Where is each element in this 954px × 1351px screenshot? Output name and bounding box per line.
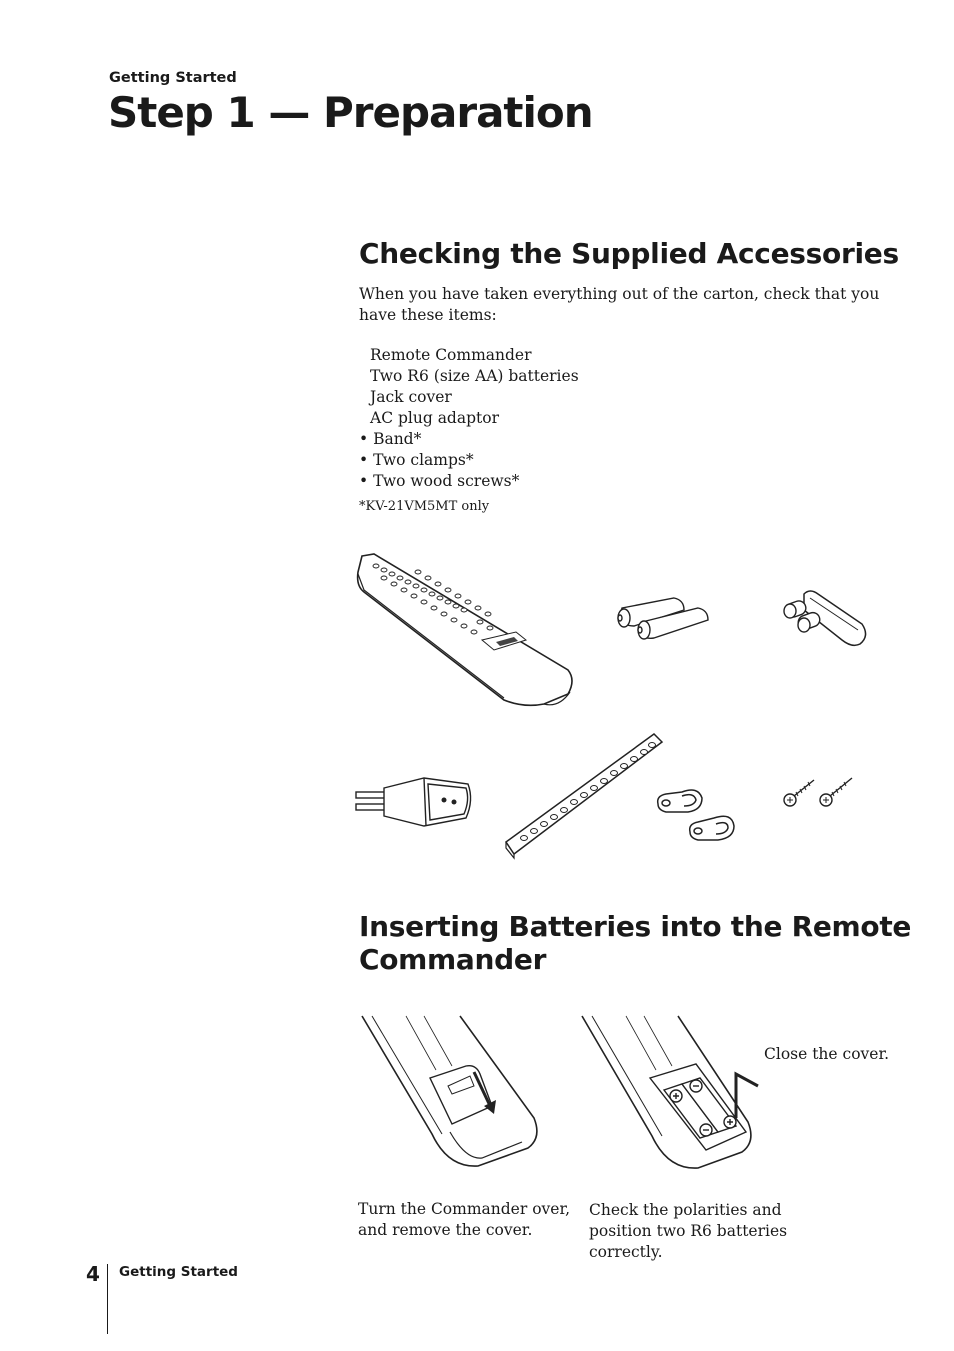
accessory-item: Jack cover bbox=[370, 388, 452, 406]
clamps-icon bbox=[656, 789, 735, 841]
accessory-item: AC plug adaptor bbox=[370, 409, 499, 427]
accessory-item: • Two clamps* bbox=[359, 451, 474, 469]
accessory-item: • Band* bbox=[359, 430, 422, 448]
remove-cover-illustration bbox=[361, 1015, 538, 1167]
caption-close-cover: Close the cover. bbox=[764, 1045, 890, 1063]
accessories-list: Remote Commander Two R6 (size AA) batter… bbox=[359, 345, 579, 492]
accessories-footnote: *KV-21VM5MT only bbox=[359, 499, 490, 514]
remote-commander-icon bbox=[356, 553, 573, 707]
band-icon bbox=[504, 733, 664, 860]
batteries-heading: Inserting Batteries into the Remote Comm… bbox=[359, 910, 912, 976]
accessory-item: Remote Commander bbox=[370, 346, 532, 364]
footer-divider bbox=[107, 1264, 108, 1334]
caption-remove-cover: Turn the Commander over, and remove the … bbox=[358, 1200, 571, 1239]
caption-insert-batteries: Check the polarities and position two R6… bbox=[589, 1201, 788, 1261]
wood-screws-icon bbox=[783, 777, 853, 807]
jack-cover-icon bbox=[783, 590, 867, 647]
accessories-intro: When you have taken everything out of th… bbox=[359, 285, 880, 324]
section-kicker: Getting Started bbox=[109, 70, 237, 86]
footer-section-label: Getting Started bbox=[119, 1264, 238, 1280]
page-title: Step 1 — Preparation bbox=[108, 88, 594, 137]
accessory-item: Two R6 (size AA) batteries bbox=[370, 367, 579, 385]
accessory-item: • Two wood screws* bbox=[359, 472, 520, 490]
batteries-icon bbox=[617, 597, 709, 640]
accessories-heading: Checking the Supplied Accessories bbox=[359, 237, 899, 270]
insert-batteries-illustration bbox=[581, 1015, 759, 1169]
ac-plug-adaptor-icon bbox=[355, 777, 472, 827]
page-number: 4 bbox=[86, 1262, 100, 1286]
